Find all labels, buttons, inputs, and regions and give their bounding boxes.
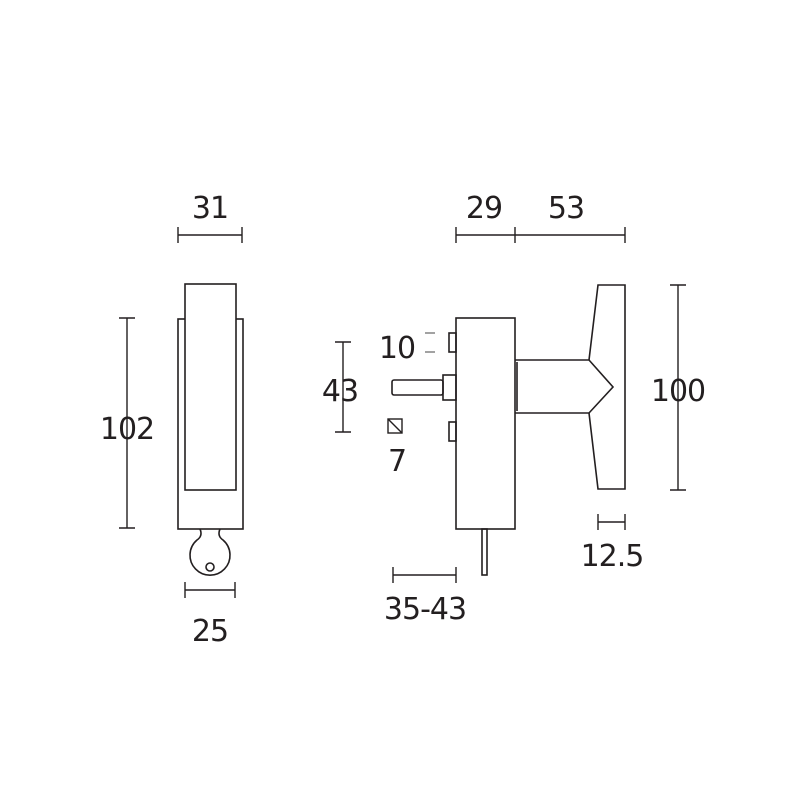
dimension-lines [119,227,686,598]
dim-front-height: 102 [100,412,154,447]
front-view [177,283,244,576]
handle-neck [515,359,615,414]
locking-pin [481,528,488,576]
dim-handle-height: 100 [651,374,705,409]
side-base [455,317,516,530]
spindle [391,379,444,396]
screw-tab-bottom [448,421,457,442]
key-hole [205,562,215,572]
side-view [387,284,626,576]
spindle-collar [442,374,457,401]
dim-square-spindle: 7 [388,444,406,479]
dim-spindle-offset: 43 [322,374,358,409]
front-handle [184,283,237,491]
dim-spindle-length: 35-43 [384,592,466,627]
dim-handle-depth: 53 [548,191,584,226]
dim-front-width: 31 [192,191,228,226]
screw-tab-top [448,332,457,353]
square-spindle-icon [387,418,403,434]
dim-key-width: 25 [192,614,228,649]
key-icon [189,528,231,576]
dim-base-depth: 29 [466,191,502,226]
handle-plate [588,284,626,490]
dim-plate-thickness: 12.5 [581,539,644,574]
dim-screw-spacing: 10 [379,331,415,366]
